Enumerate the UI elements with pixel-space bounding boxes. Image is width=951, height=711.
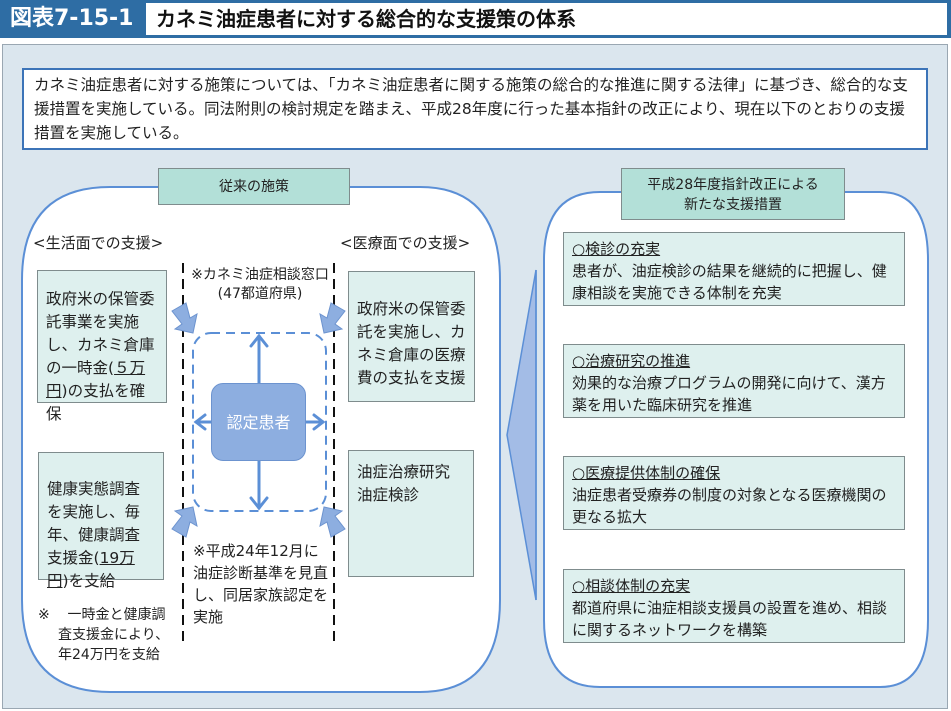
tag-new-line1: 平成28年度指針改正による: [647, 177, 819, 193]
medical-support-box-1: 政府米の保管委託を実施し、カネミ倉庫の医療費の支払を支援: [348, 271, 475, 402]
new-measure-body: 油症患者受療券の制度の対象となる医療機関の更なる拡大: [572, 486, 887, 526]
new-measure-body: 効果的な治療プログラムの開発に向けて、漢方薬を用いた臨床研究を推進: [572, 374, 886, 414]
intro-text: カネミ油症患者に対する施策については、「カネミ油症患者に関する施策の総合的な推進…: [22, 68, 928, 150]
new-measure-title: ○医療提供体制の確保: [572, 464, 721, 482]
new-measure-item: ○相談体制の充実 都道府県に油症相談支援員の設置を進め、相談に関するネットワーク…: [563, 569, 905, 643]
new-measure-item: ○治療研究の推進 効果的な治療プログラムの開発に向けて、漢方薬を用いた臨床研究を…: [563, 344, 905, 418]
arrow-top-right: [319, 302, 346, 334]
life-box-1-text-before: 政府米の保管委託事業を実施し、カネミ倉庫の一時金(: [46, 290, 155, 377]
footnote-mark: ※: [38, 607, 50, 623]
tag-new-line2: 新たな支援措置: [684, 197, 782, 213]
footnote-lump-sum: ※ 一時金と健康調 査支援金により、 年24万円を支給: [38, 605, 169, 665]
new-measure-title: ○検診の充実: [572, 240, 661, 258]
life-box-2-amount: 19万円: [47, 549, 135, 590]
consultation-window-note: ※カネミ油症相談窓口 (47都道府県): [185, 266, 335, 304]
consultation-note-line2: (47都道府県): [217, 286, 303, 302]
arrow-bottom-right: [319, 506, 346, 538]
title-bar: 図表7-15-1 カネミ油症患者に対する総合的な支援策の体系: [0, 0, 951, 38]
big-arrow-left: [506, 269, 537, 601]
center-arrows: [193, 333, 326, 511]
new-measure-body: 患者が、油症検診の結果を継続的に把握し、健康相談を実施できる体制を充実: [572, 262, 887, 302]
certified-patient-node: 認定患者: [211, 383, 306, 461]
figure-label: 図表7-15-1: [10, 6, 134, 31]
patient-scope-dashed: [192, 332, 327, 512]
page-title: カネミ油症患者に対する総合的な支援策の体系: [156, 7, 576, 31]
diagnosis-criteria-note: ※平成24年12月に油症診断基準を見直し、同居家族認定を実施: [193, 542, 329, 626]
life-box-2-text-after: )を支給: [62, 572, 116, 590]
consultation-note-line1: ※カネミ油症相談窓口: [191, 267, 329, 283]
footnote-line3: 年24万円を支給: [58, 647, 160, 663]
new-measure-item: ○医療提供体制の確保 油症患者受療券の制度の対象となる医療機関の更なる拡大: [563, 456, 905, 530]
life-support-box-2: 健康実態調査を実施し、毎年、健康調査支援金(19万円)を支給: [38, 452, 164, 590]
footnote-line1: 一時金と健康調: [67, 607, 166, 623]
footnote-line2: 査支援金により、: [58, 627, 170, 643]
tag-new-measures: 平成28年度指針改正による 新たな支援措置: [621, 168, 845, 220]
title-box: カネミ油症患者に対する総合的な支援策の体系: [146, 3, 947, 35]
medical-support-box-2: 油症治療研究 油症検診: [348, 450, 474, 577]
new-measure-title: ○相談体制の充実: [572, 577, 691, 595]
life-support-box-1: 政府米の保管委託事業を実施し、カネミ倉庫の一時金(５万円)の支払を確保: [37, 270, 167, 423]
life-box-1-text-after: )の支払を確保: [46, 382, 146, 423]
heading-life-support: <生活面での支援>: [33, 234, 164, 252]
arrow-bottom-left: [171, 506, 198, 538]
life-box-1-amount: ５万円: [46, 359, 146, 400]
tag-conventional-measures: 従来の施策: [158, 168, 350, 205]
arrow-top-left: [171, 302, 198, 334]
medical-box-2-line2: 油症検診: [357, 486, 420, 504]
new-measure-item: ○検診の充実 患者が、油症検診の結果を継続的に把握し、健康相談を実施できる体制を…: [563, 232, 905, 306]
right-panel-outline: [543, 191, 929, 688]
new-measure-body: 都道府県に油症相談支援員の設置を進め、相談に関するネットワークを構築: [572, 599, 888, 639]
block-arrows: [171, 302, 346, 538]
new-measure-title: ○治療研究の推進: [572, 352, 691, 370]
medical-box-2-line1: 油症治療研究: [357, 463, 451, 481]
heading-medical-support: <医療面での支援>: [340, 234, 471, 252]
life-box-2-text-before: 健康実態調査を実施し、毎年、健康調査支援金(: [47, 480, 141, 567]
